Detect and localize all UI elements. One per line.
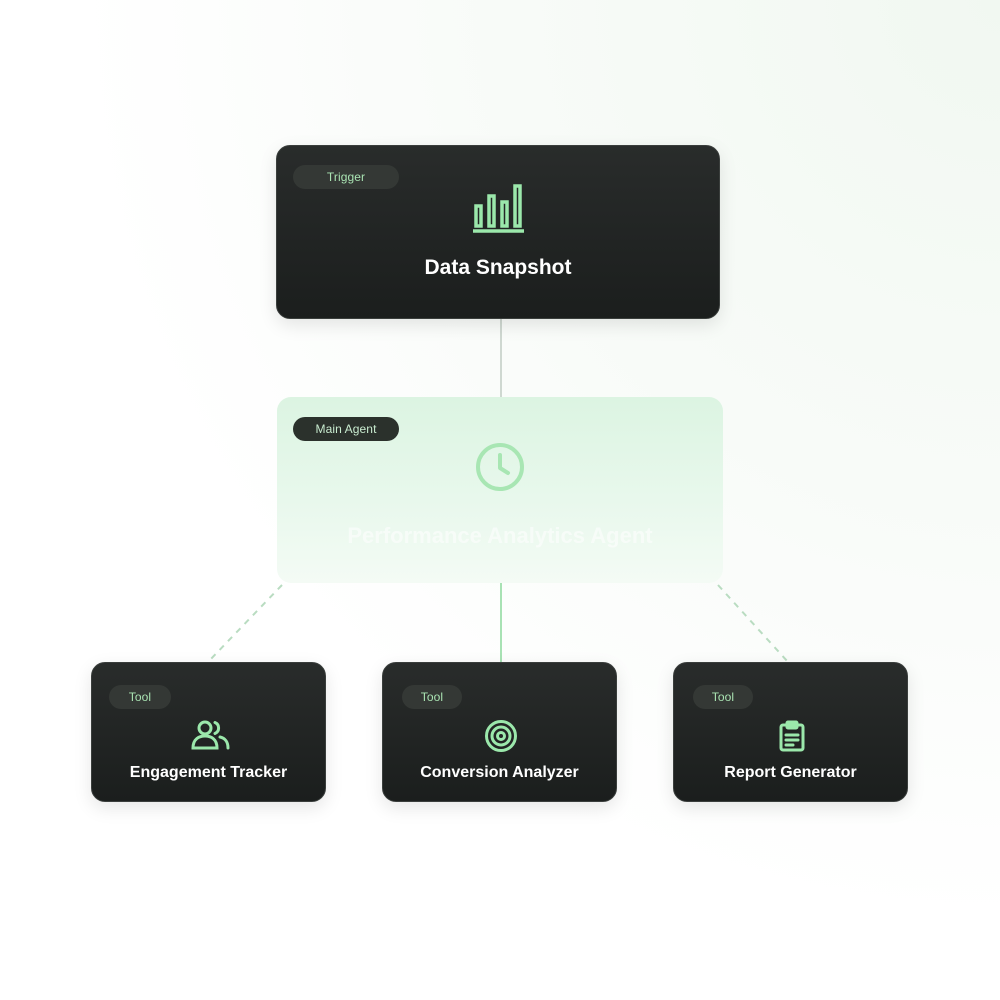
tool-title: Conversion Analyzer: [420, 764, 579, 781]
agent-title: Performance Analytics Agent: [347, 523, 653, 548]
bar-chart-icon: [473, 184, 524, 233]
trigger-card[interactable]: Trigger Data Snapshot: [276, 145, 720, 319]
users-icon: [191, 720, 230, 750]
agent-to-engagement-connector: [207, 584, 283, 663]
tool-card-report-generator[interactable]: Tool Report Generator: [673, 662, 908, 802]
trigger-title: Data Snapshot: [424, 256, 572, 279]
trigger-badge: Trigger: [293, 165, 399, 189]
clock-icon: [476, 443, 524, 491]
target-icon: [485, 720, 517, 752]
tool-badge: Tool: [109, 685, 171, 709]
tool-card-conversion-analyzer[interactable]: Tool Conversion Analyzer: [382, 662, 617, 802]
main-agent-card[interactable]: Main Agent Performance Analytics Agent: [277, 397, 723, 583]
clipboard-icon: [779, 720, 805, 752]
agent-badge: Main Agent: [293, 417, 399, 441]
tool-title: Report Generator: [724, 764, 857, 781]
tool-badge: Tool: [693, 685, 753, 709]
tool-badge: Tool: [402, 685, 462, 709]
agent-to-report-connector: [717, 584, 789, 663]
tool-title: Engagement Tracker: [129, 764, 288, 781]
tool-card-engagement-tracker[interactable]: Tool Engagement Tracker: [91, 662, 326, 802]
